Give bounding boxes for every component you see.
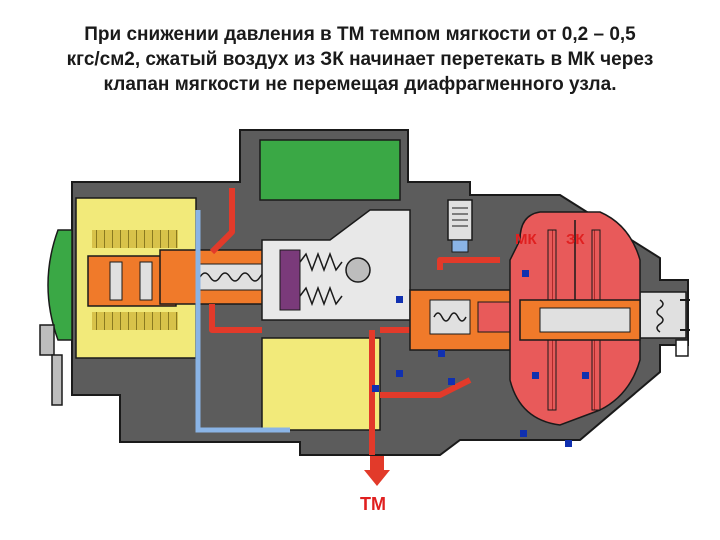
- right-end-cap: [639, 291, 687, 339]
- flow-arrow: [532, 372, 539, 379]
- yellow-reservoir: [261, 337, 381, 431]
- flow-arrow: [520, 430, 527, 437]
- flow-arrow: [396, 296, 403, 303]
- flow-arrows: [372, 270, 589, 447]
- caption-line-1: При снижении давления в ТМ темпом мягкос…: [84, 24, 636, 45]
- flow-arrow: [565, 440, 572, 447]
- upper-check-valve: [447, 199, 473, 253]
- flow-arrow: [372, 385, 379, 392]
- flow-arrow: [522, 270, 529, 277]
- diaphragm-chamber: [509, 211, 641, 426]
- flow-arrow: [582, 372, 589, 379]
- tm-outlet-arrow: [364, 456, 390, 486]
- softness-valve: [409, 289, 521, 351]
- label-tm: ТМ: [360, 494, 386, 514]
- supply-channel: [195, 210, 290, 433]
- label-mk: МК: [515, 231, 537, 248]
- caption-text: При снижении давления в ТМ темпом мягкос…: [20, 22, 700, 97]
- label-zk: ЗК: [566, 231, 585, 248]
- flow-arrow: [396, 370, 403, 377]
- flow-arrow: [438, 350, 445, 357]
- caption-line-3: клапан мягкости не перемещая диафрагменн…: [103, 74, 617, 95]
- top-green-chamber: [259, 139, 401, 201]
- spring-chamber: [261, 209, 411, 321]
- flow-arrow: [448, 378, 455, 385]
- caption-line-2: кгс/см2, сжатый воздух из ЗК начинает пе…: [66, 49, 654, 70]
